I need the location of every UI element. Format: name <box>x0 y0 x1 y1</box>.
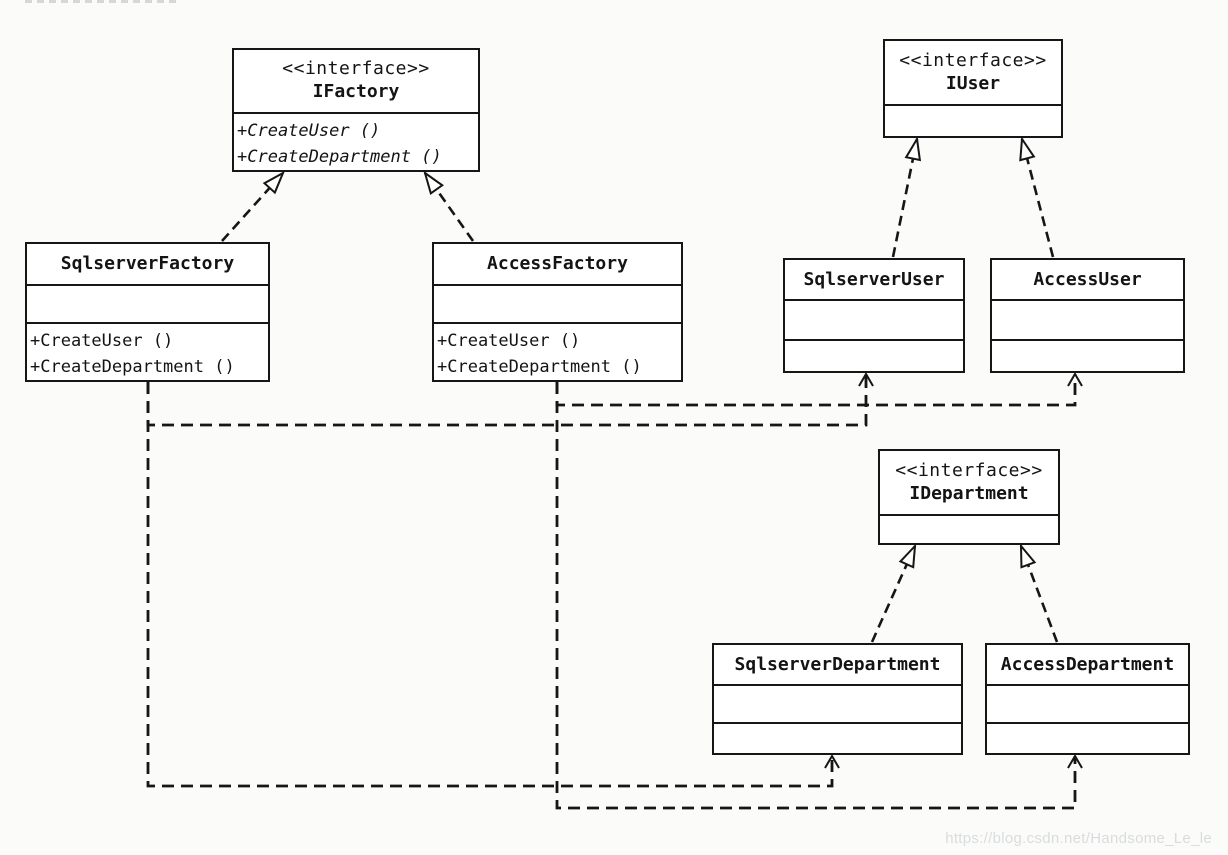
realization-accessdepartment-idepartment <box>1019 543 1059 643</box>
methods-compartment: +CreateUser () +CreateDepartment () <box>27 322 268 380</box>
class-header: SqlserverFactory <box>27 244 268 284</box>
class-header: <<interface>> IDepartment <box>880 451 1058 514</box>
cropped-text-artifact <box>25 0 180 3</box>
fields-compartment <box>434 284 681 322</box>
class-name: IFactory <box>312 81 400 102</box>
class-name: AccessFactory <box>487 253 628 274</box>
fields-compartment <box>992 299 1183 339</box>
class-box-iuser: <<interface>> IUser <box>883 39 1063 138</box>
class-box-sqlserverdepartment: SqlserverDepartment <box>712 643 963 755</box>
class-header: AccessDepartment <box>987 645 1188 684</box>
class-header: SqlserverUser <box>785 260 963 299</box>
class-header: <<interface>> IFactory <box>234 50 478 112</box>
methods-compartment <box>785 339 963 371</box>
method-label: +CreateDepartment () <box>237 147 442 167</box>
class-header: AccessUser <box>992 260 1183 299</box>
class-box-accessuser: AccessUser <box>990 258 1185 373</box>
class-name: IDepartment <box>909 482 1029 504</box>
class-name: IUser <box>945 72 1001 94</box>
methods-compartment <box>992 339 1183 371</box>
realization-sqlserverdepartment-idepartment <box>870 543 917 643</box>
realization-accessuser-iuser <box>1019 136 1055 258</box>
class-box-accessfactory: AccessFactory +CreateUser () +CreateDepa… <box>432 242 683 382</box>
class-header: AccessFactory <box>434 244 681 284</box>
methods-compartment <box>714 722 961 753</box>
realization-sqlserverfactory-ifactory <box>221 170 286 242</box>
methods-compartment: +CreateUser () +CreateDepartment () <box>234 112 478 170</box>
realization-accessfactory-ifactory <box>423 170 475 242</box>
class-name: AccessUser <box>1033 268 1142 290</box>
class-box-idepartment: <<interface>> IDepartment <box>878 449 1060 545</box>
method-label: +CreateUser () <box>30 331 174 351</box>
realization-sqlserveruser-iuser <box>891 136 922 258</box>
stereotype-label: <<interface>> <box>282 58 430 79</box>
class-box-sqlserverfactory: SqlserverFactory +CreateUser () +CreateD… <box>25 242 270 382</box>
fields-compartment <box>885 104 1061 136</box>
class-box-accessdepartment: AccessDepartment <box>985 643 1190 755</box>
stereotype-label: <<interface>> <box>899 49 1047 71</box>
class-header: <<interface>> IUser <box>885 41 1061 104</box>
fields-compartment <box>714 684 961 722</box>
fields-compartment <box>987 684 1188 722</box>
class-name: AccessDepartment <box>1000 653 1175 675</box>
class-name: SqlserverUser <box>803 268 945 290</box>
fields-compartment <box>27 284 268 322</box>
watermark-text: https://blog.csdn.net/Handsome_Le_le <box>945 830 1212 847</box>
methods-compartment: +CreateUser () +CreateDepartment () <box>434 322 681 380</box>
class-box-ifactory: <<interface>> IFactory +CreateUser () +C… <box>232 48 480 172</box>
class-box-sqlserveruser: SqlserverUser <box>783 258 965 373</box>
stereotype-label: <<interface>> <box>895 459 1043 481</box>
class-header: SqlserverDepartment <box>714 645 961 684</box>
method-label: +CreateUser () <box>437 331 581 351</box>
methods-compartment <box>987 722 1188 753</box>
method-label: +CreateDepartment () <box>437 357 642 377</box>
method-label: +CreateUser () <box>237 121 381 141</box>
fields-compartment <box>785 299 963 339</box>
method-label: +CreateDepartment () <box>30 357 235 377</box>
fields-compartment <box>880 514 1058 543</box>
class-name: SqlserverFactory <box>60 253 235 274</box>
class-name: SqlserverDepartment <box>734 653 941 675</box>
